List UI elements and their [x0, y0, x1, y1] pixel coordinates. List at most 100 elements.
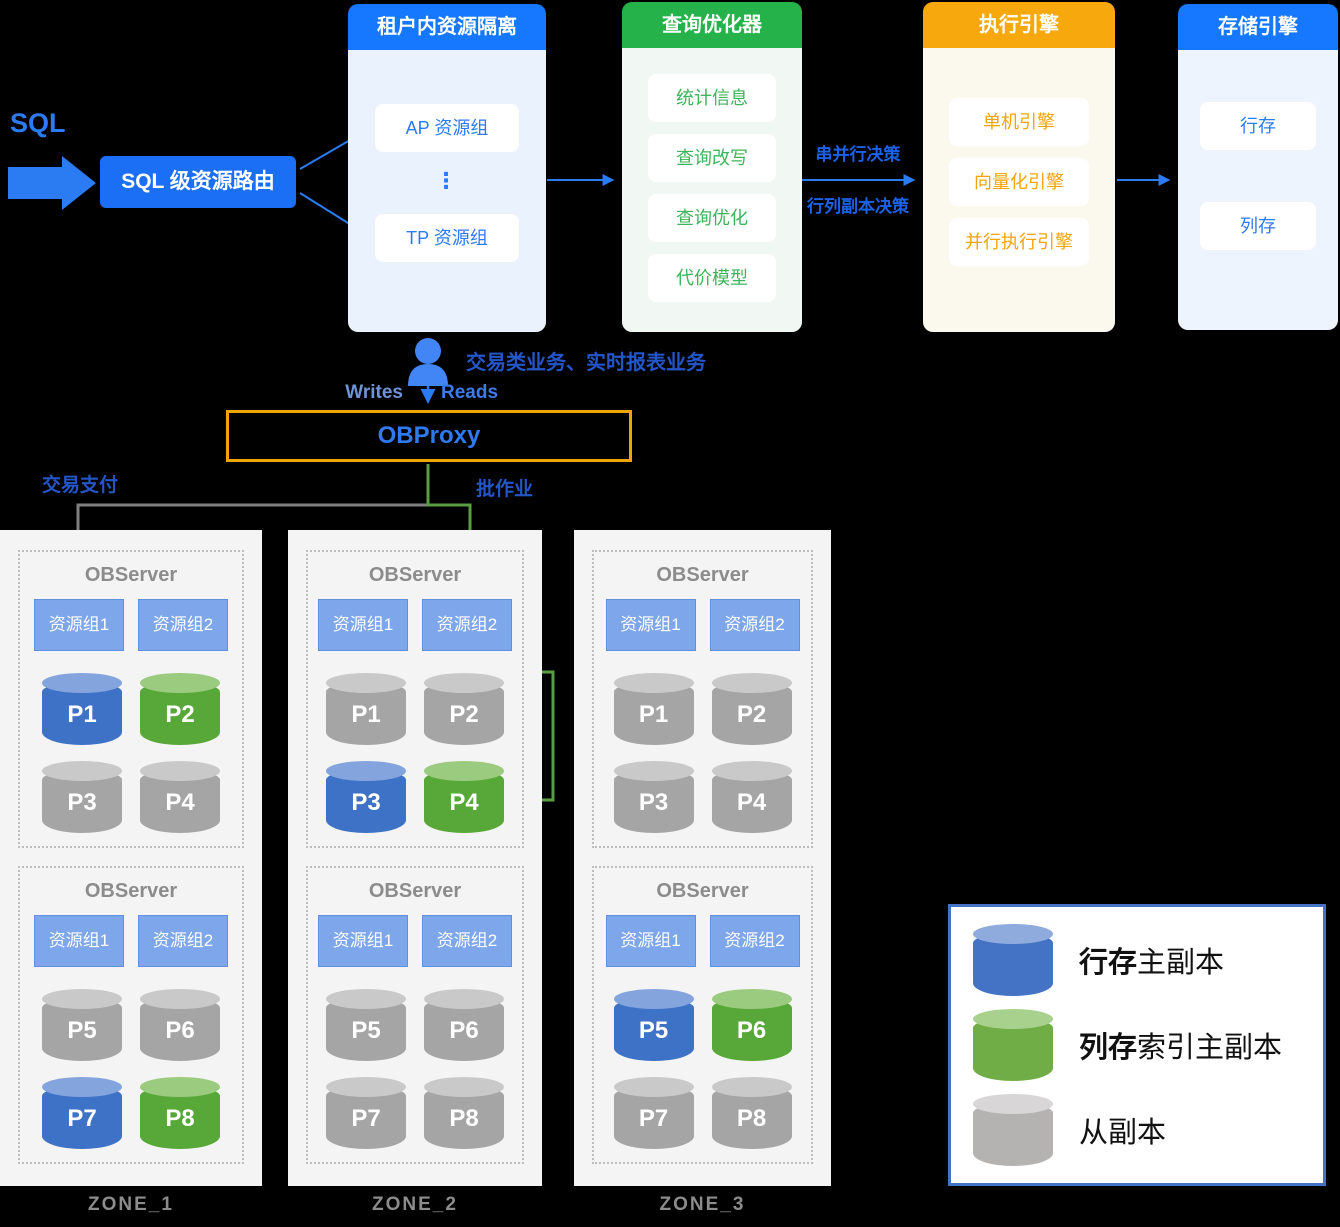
resource-group-box: 资源组2 [422, 915, 512, 967]
cylinder-top-icon [973, 1094, 1053, 1115]
partition-cylinder-gray: P7 [613, 1077, 694, 1149]
cylinder-top-icon [42, 761, 122, 781]
business-label: 交易类业务、实时报表业务 [466, 352, 706, 374]
cylinder-top-icon [973, 1008, 1053, 1029]
partition-label: P7 [67, 1105, 97, 1132]
legend-item: 列存索引主副本 [973, 1008, 1301, 1081]
chip-single-engine: 单机引擎 [949, 98, 1089, 146]
cylinder-top-icon [711, 761, 792, 781]
panel-storage-engine-title: 存储引擎 [1178, 4, 1338, 50]
partition-cylinder-gray: P3 [613, 761, 694, 833]
partition-cylinder-gray: P4 [711, 761, 792, 833]
panel-execution-engine: 执行引擎 单机引擎 向量化引擎 并行执行引擎 [923, 2, 1115, 332]
partition-label: P1 [638, 701, 669, 728]
trade-payment-label: 交易支付 [42, 475, 119, 496]
legend-item-label: 从副本 [1079, 1117, 1167, 1150]
sql-router-box: SQL 级资源路由 [100, 156, 296, 208]
partition-label: P5 [638, 1017, 669, 1044]
resource-group-box: 资源组2 [709, 915, 800, 967]
cylinder-top-icon [140, 1077, 220, 1097]
resource-group-row: 资源组1 资源组2 [318, 599, 512, 651]
chip-statistics: 统计信息 [648, 74, 776, 122]
cylinder-top-icon [140, 989, 220, 1009]
partition-row: P7 P8 [42, 1077, 220, 1149]
partition-label: P4 [736, 789, 767, 816]
partition-label: P8 [449, 1105, 479, 1132]
sql-label: SQL [10, 108, 66, 138]
resource-group-box: 资源组1 [34, 915, 124, 967]
legend-item-label: 行存主副本 [1079, 946, 1225, 979]
cylinder-top-icon [711, 989, 792, 1009]
panel-execution-engine-title: 执行引擎 [923, 2, 1115, 48]
partition-cylinder-blue [973, 923, 1053, 996]
zone-name-label: ZONE_2 [372, 1194, 458, 1215]
partition-label: P3 [351, 789, 381, 816]
partition-label: P6 [449, 1017, 479, 1044]
partition-row: P5 P6 [42, 989, 220, 1061]
legend-item: 从副本 [973, 1094, 1301, 1167]
batch-job-label: 批作业 [476, 479, 534, 500]
chip-column-store: 列存 [1200, 202, 1316, 250]
cylinder-top-icon [42, 989, 122, 1009]
partition-cylinder-green: P4 [424, 761, 504, 833]
chip-cost-model: 代价模型 [648, 254, 776, 302]
observer-title: OBServer [84, 880, 178, 902]
panel-tenant-isolation-title: 租户内资源隔离 [348, 4, 546, 50]
legend-item-label: 列存索引主副本 [1079, 1031, 1283, 1064]
partition-row: P5 P6 [613, 989, 792, 1061]
partition-label: P1 [351, 701, 381, 728]
partition-cylinder-gray: P6 [140, 989, 220, 1061]
resource-group-box: 资源组2 [422, 599, 512, 651]
resource-group-box: 资源组1 [318, 599, 408, 651]
chip-tp-resource-group: TP 资源组 [375, 214, 519, 262]
partition-cylinder-gray: P1 [326, 673, 406, 745]
partition-label: P7 [351, 1105, 381, 1132]
partition-cylinder-green: P6 [711, 989, 792, 1061]
cylinder-top-icon [613, 761, 694, 781]
partition-cylinder-blue: P3 [326, 761, 406, 833]
partition-label: P6 [165, 1017, 195, 1044]
partition-cylinder-blue: P1 [42, 673, 122, 745]
partition-label: P2 [449, 701, 479, 728]
panel-storage-engine: 存储引擎 行存 列存 [1178, 4, 1338, 330]
cylinder-top-icon [140, 761, 220, 781]
chip-row-store: 行存 [1200, 102, 1316, 150]
partition-label: P8 [165, 1105, 195, 1132]
sql-input-arrow [8, 156, 96, 210]
writes-label: Writes [345, 382, 403, 403]
cylinder-top-icon [711, 1077, 792, 1097]
chip-ap-resource-group: AP 资源组 [375, 104, 519, 152]
legend-box: 行存主副本列存索引主副本从副本 [948, 904, 1326, 1186]
partition-label: P8 [736, 1105, 767, 1132]
chip-parallel-engine: 并行执行引擎 [949, 218, 1089, 266]
obproxy-box: OBProxy [226, 410, 632, 462]
partition-row: P1 P2 [326, 673, 504, 745]
partition-label: P3 [638, 789, 669, 816]
partition-label: P1 [67, 701, 97, 728]
partition-label: P5 [67, 1017, 97, 1044]
partition-label: P6 [736, 1017, 767, 1044]
cylinder-top-icon [42, 1077, 122, 1097]
partition-row: P3 P4 [613, 761, 792, 833]
partition-label: P4 [165, 789, 195, 816]
partition-row: P7 P8 [326, 1077, 504, 1149]
partition-cylinder-blue: P5 [613, 989, 694, 1061]
resource-group-box: 资源组1 [34, 599, 124, 651]
cylinder-top-icon [326, 1077, 406, 1097]
reads-label: Reads [441, 382, 499, 403]
cylinder-top-icon [424, 673, 504, 693]
panel-execution-engine-body: 单机引擎 向量化引擎 并行执行引擎 [923, 48, 1115, 332]
cylinder-top-icon [613, 673, 694, 693]
partition-label: P4 [449, 789, 479, 816]
partition-row: P3 P4 [326, 761, 504, 833]
panel-tenant-isolation: 租户内资源隔离 AP 资源组 ⋮ TP 资源组 [348, 4, 546, 332]
